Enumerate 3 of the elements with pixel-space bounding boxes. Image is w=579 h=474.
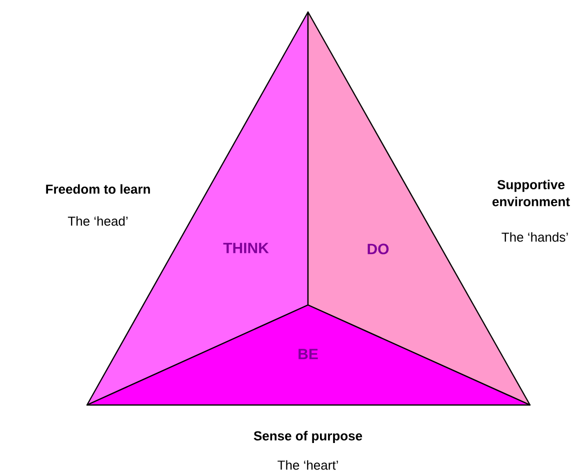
triangle-section: BE bbox=[86, 304, 531, 406]
side-heading: Sense of purpose bbox=[254, 430, 362, 444]
side-subtitle: The ‘heart’ bbox=[278, 460, 338, 470]
